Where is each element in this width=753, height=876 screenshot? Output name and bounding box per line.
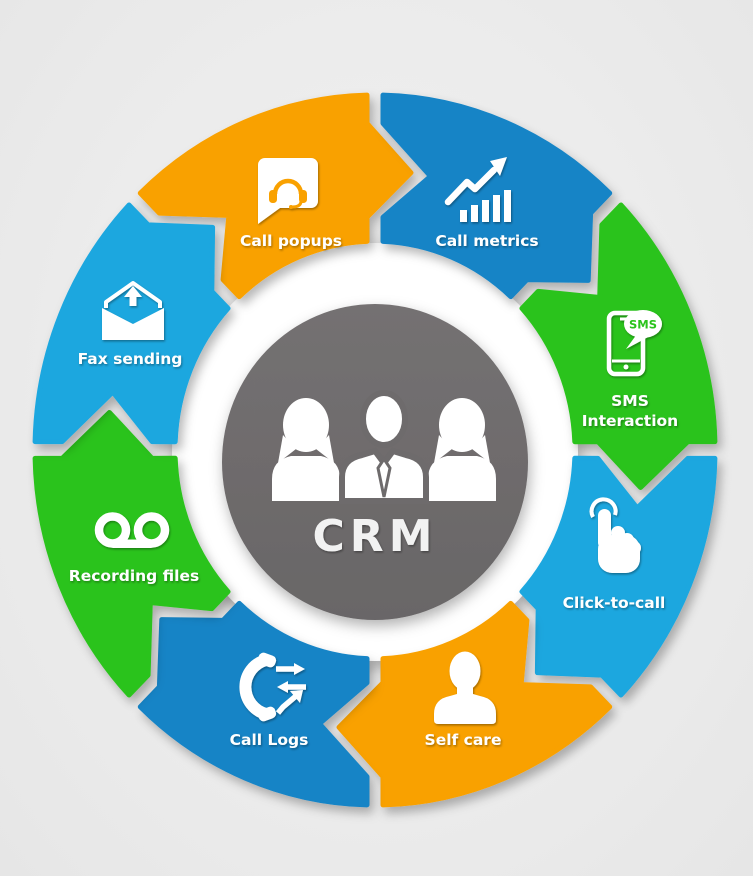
center-title: CRM xyxy=(313,511,438,562)
sms-bubble-text: SMS xyxy=(629,318,657,332)
headset-chat-bubble-icon xyxy=(258,158,318,224)
person-left-icon xyxy=(272,398,340,501)
segment-sms-interaction xyxy=(519,202,718,490)
tie-icon xyxy=(376,456,392,498)
label-call-logs: Call Logs xyxy=(230,731,309,749)
segment-recording-files xyxy=(32,410,231,698)
people-group-icon xyxy=(272,390,496,504)
label-sms-line1: SMS xyxy=(611,392,649,410)
label-fax-sending: Fax sending xyxy=(78,350,183,368)
segment-click-to-call xyxy=(519,455,718,698)
voicemail-icon xyxy=(94,512,170,548)
label-self-care: Self care xyxy=(425,731,502,749)
label-call-metrics: Call metrics xyxy=(435,232,538,250)
person-right-icon xyxy=(428,398,496,501)
person-icon xyxy=(434,651,496,724)
handset-arrows-icon xyxy=(239,652,306,722)
label-call-popups: Call popups xyxy=(240,232,342,250)
label-click-to-call: Click-to-call xyxy=(563,594,666,612)
person-center-icon xyxy=(339,390,429,504)
tap-finger-icon xyxy=(589,497,641,573)
label-recording-files: Recording files xyxy=(69,567,199,585)
label-sms-line2: Interaction xyxy=(582,412,678,430)
growth-chart-arrow-icon xyxy=(444,157,511,222)
phone-sms-icon: SMS xyxy=(606,310,662,377)
envelope-up-arrow-icon xyxy=(102,281,164,340)
